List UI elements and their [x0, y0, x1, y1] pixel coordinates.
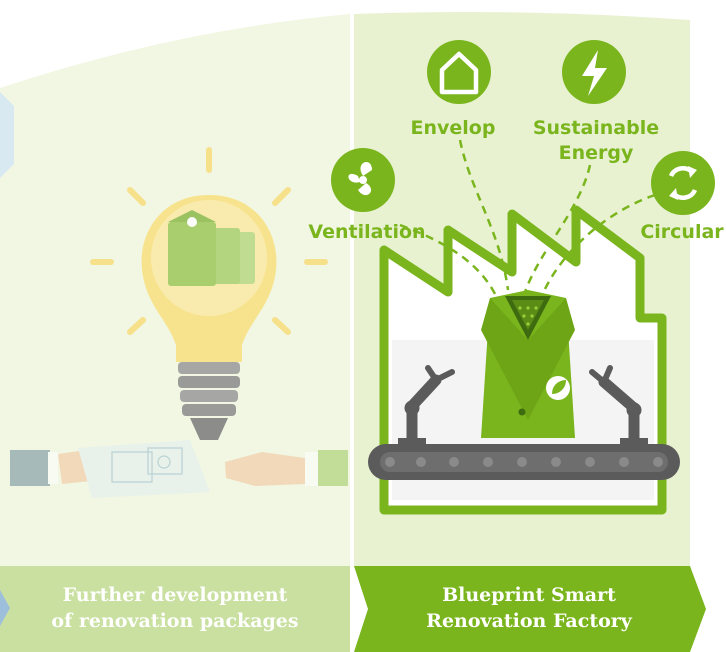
right-banner-title: Blueprint Smart Renovation Factory	[368, 582, 690, 634]
sustainable-label-line1: Sustainable	[533, 117, 659, 139]
lightning-bolt-icon	[562, 40, 626, 104]
green-jacket-illustration	[481, 290, 575, 438]
connector-lines	[399, 139, 656, 301]
handshake-blueprint-illustration	[10, 440, 348, 498]
light-bulb-illustration	[90, 147, 328, 440]
circular-label: Circular	[640, 221, 724, 243]
left-banner-title: Further development of renovation packag…	[10, 582, 340, 634]
conveyor-belt	[368, 444, 680, 480]
left-banner-background	[0, 566, 350, 652]
ventilation-label: Ventilation	[308, 221, 425, 243]
left-banner-line1: Further development	[62, 584, 288, 606]
house-icon	[427, 40, 491, 104]
sustainable-label-line2: Energy	[559, 142, 634, 164]
fan-icon	[331, 148, 395, 212]
left-banner-line2: of renovation packages	[51, 610, 299, 632]
right-banner-line2: Renovation Factory	[426, 610, 632, 632]
envelop-label: Envelop	[411, 117, 496, 139]
right-banner-line1: Blueprint Smart	[442, 584, 616, 606]
right-banner-background	[354, 566, 706, 652]
left-edge-arrow	[0, 92, 14, 178]
left-banner-arrow-tip	[0, 590, 10, 626]
recycle-arrows-icon	[651, 151, 715, 215]
